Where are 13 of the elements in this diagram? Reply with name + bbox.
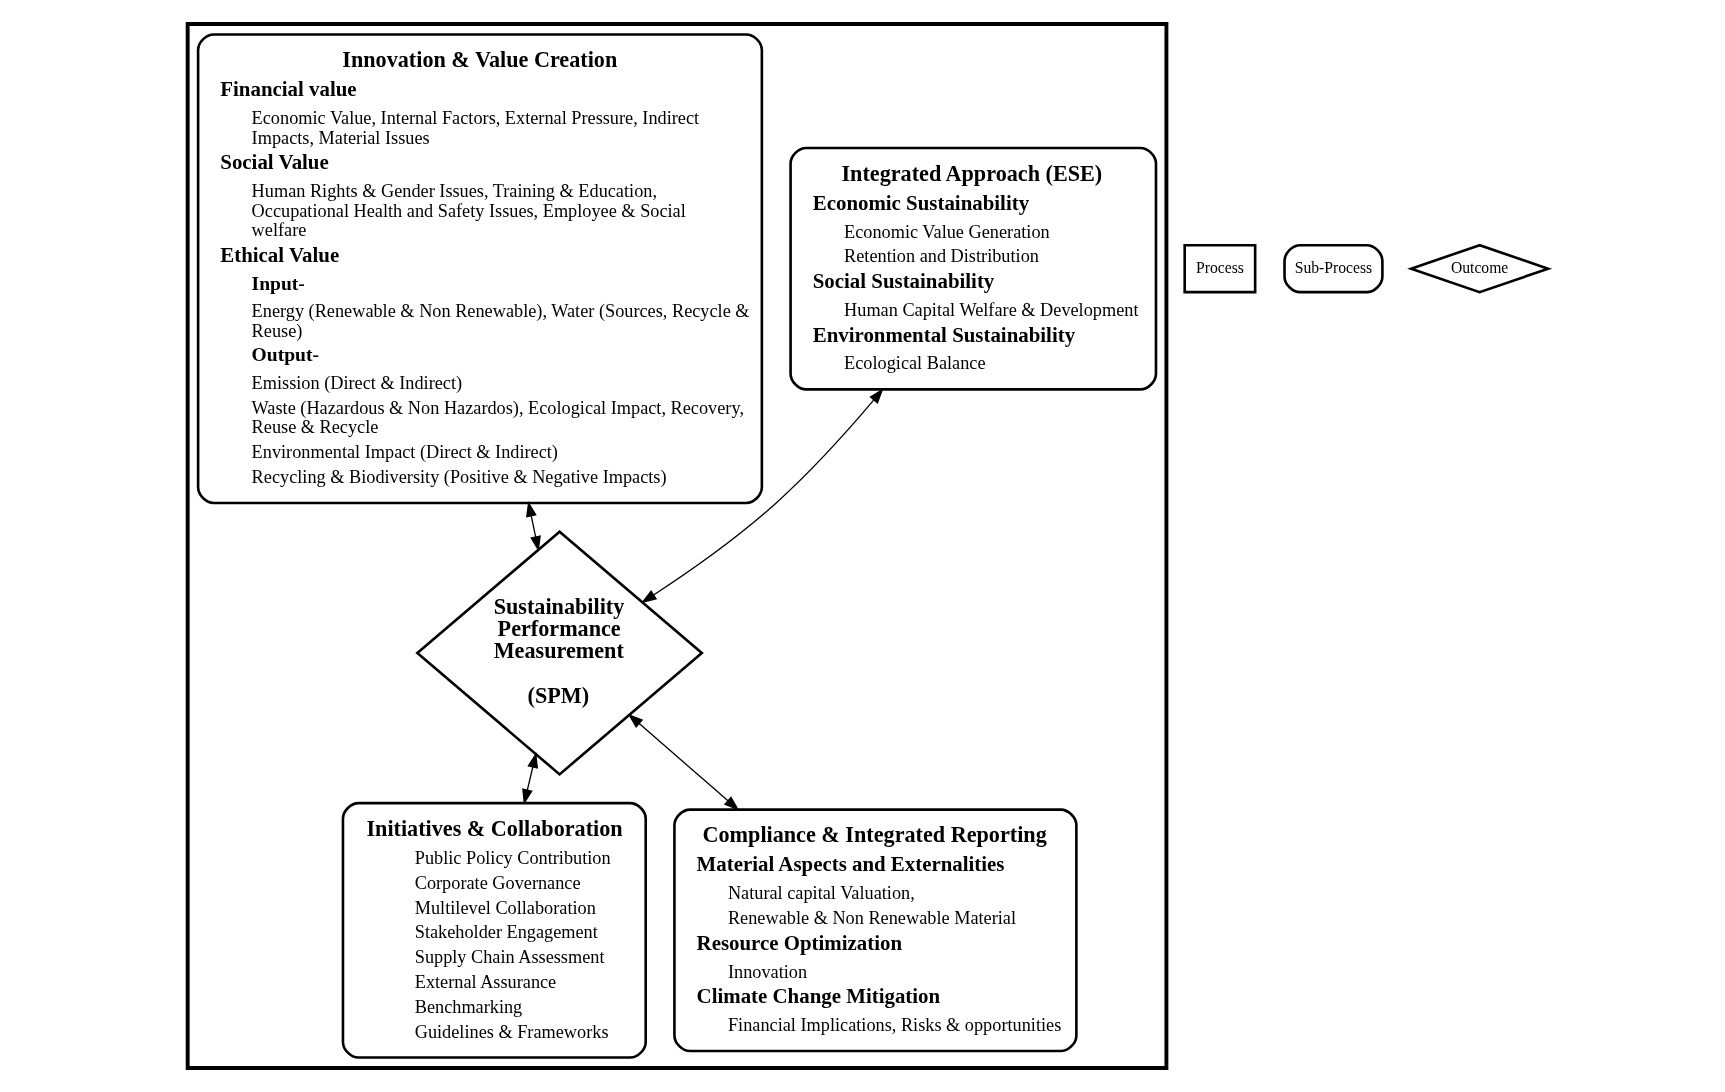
cluster	[185, 22, 1169, 1070]
legend-label: Sub-Process	[1294, 258, 1373, 276]
arrow	[522, 752, 538, 805]
arrow	[627, 713, 740, 811]
node-diamond: Sustainability Performance Measurement (SPM)	[415, 529, 704, 777]
arrow	[640, 388, 884, 604]
legend-label: Outcome	[1450, 258, 1509, 276]
node-box: Integrated Approach (ESE) Economic Sustainability Economic Value Generation Retention and Distribution Social Sustainability Human Capital Welfare & Development Environmental Sustainability Ecological Balance	[789, 146, 1158, 391]
node-box: Innovation & Value Creation Financial value Economic Value, Internal Factors, External Pressure, Indirect Impacts, Material Issues Social Value Human Rights & Gender Issues, Training & Education, Occupational Health and Safety Issues, Employee & Social welfare Ethical Value Input- Energy (Renewable & Non Renewable), Water (Sources, Recycle & Reuse) Output- Emission (Direct & Indirect) Waste (Hazardous & Non Hazardos), Ecological Impact, Recovery, Reuse & Recycle Environmental Impact (Direct & Indirect) Recycling & Biodiversity (Positive & Negative Impacts)	[196, 33, 764, 505]
legend-label: Process	[1196, 258, 1244, 276]
node-box: Compliance & Integrated Reporting Material Aspects and Externalities Natural capital Valuation, Renewable & Non Renewable Material Resource Optimization Innovation Climate Change Mitigation Financial Implications, Risks & opportunities	[673, 808, 1078, 1053]
node-box: Initiatives & Collaboration Public Policy Contribution Corporate Governance Multilevel Collaboration Stakeholder Engagement Supply Chain Assessment External Assurance Benchmarking Guidelines & Frameworks	[341, 801, 648, 1059]
arrow	[526, 501, 541, 552]
